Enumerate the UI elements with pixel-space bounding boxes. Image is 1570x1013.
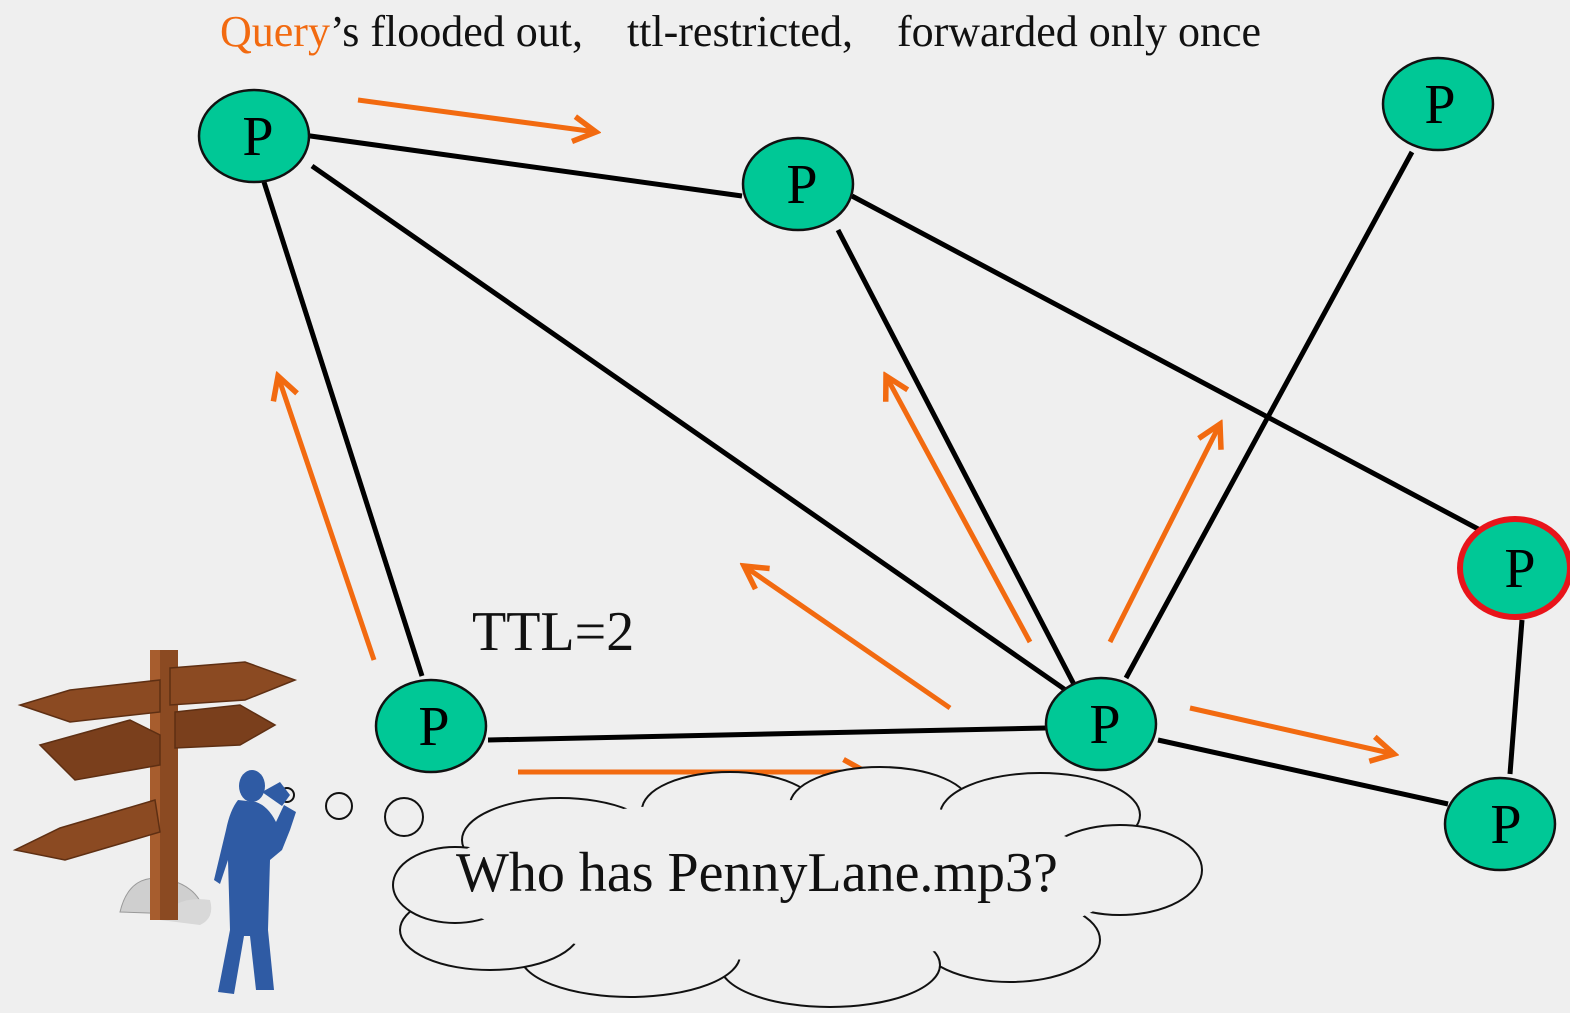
thought-bubble-icon [279, 787, 424, 837]
peer-node-label: P [786, 154, 817, 216]
edges [261, 131, 1525, 807]
edge-p2-p7 [835, 228, 1083, 698]
edge-p7-p5 [1157, 737, 1449, 807]
signpost-icon [12, 650, 298, 925]
peer-node-label: P [1490, 794, 1521, 856]
query-text: Who has PennyLane.mp3? [456, 842, 1058, 904]
query-arrow-up-right [1107, 424, 1220, 644]
peer-node-label: P [1424, 74, 1455, 136]
slide-title: Query’s flooded out, ttl-restricted, for… [220, 4, 1261, 60]
edge-p6-p7 [487, 725, 1047, 743]
query-arrows [278, 97, 1394, 772]
peer-node[interactable]: P [197, 88, 311, 184]
title-rest: ’s flooded out, ttl-restricted, forwarde… [329, 7, 1262, 56]
edge-p3-p7 [1123, 150, 1415, 680]
person-on-phone-icon [214, 770, 296, 994]
edge-p1-p2 [295, 131, 743, 199]
target-peer-node[interactable]: P [1457, 516, 1570, 620]
peer-node[interactable]: P [374, 678, 488, 774]
peer-node[interactable]: P [1044, 676, 1158, 772]
title-highlight: Query [220, 7, 330, 56]
peer-node-label: P [1504, 538, 1535, 600]
query-arrow-right-top [357, 97, 596, 132]
query-arrow-diagonal [744, 566, 952, 711]
query-arrow-up-left [278, 376, 377, 661]
peer-node[interactable]: P [1443, 776, 1557, 872]
thought-cloud [392, 766, 1203, 1008]
query-arrow-up-middle [886, 376, 1033, 644]
edge-p2-p4 [850, 193, 1482, 533]
peer-nodes: P P P P P P P [197, 56, 1570, 872]
edge-p1-p6 [261, 181, 425, 677]
edge-p4-p5 [1507, 619, 1525, 775]
peer-node-label: P [242, 106, 273, 168]
peer-node-label: P [418, 696, 449, 758]
query-arrow-lower-right [1189, 705, 1394, 754]
peer-node[interactable]: P [741, 136, 855, 232]
ttl-label: TTL=2 [472, 601, 635, 663]
peer-node[interactable]: P [1381, 56, 1495, 152]
peer-node-label: P [1089, 694, 1120, 756]
edge-p1-p7 [310, 163, 1082, 703]
